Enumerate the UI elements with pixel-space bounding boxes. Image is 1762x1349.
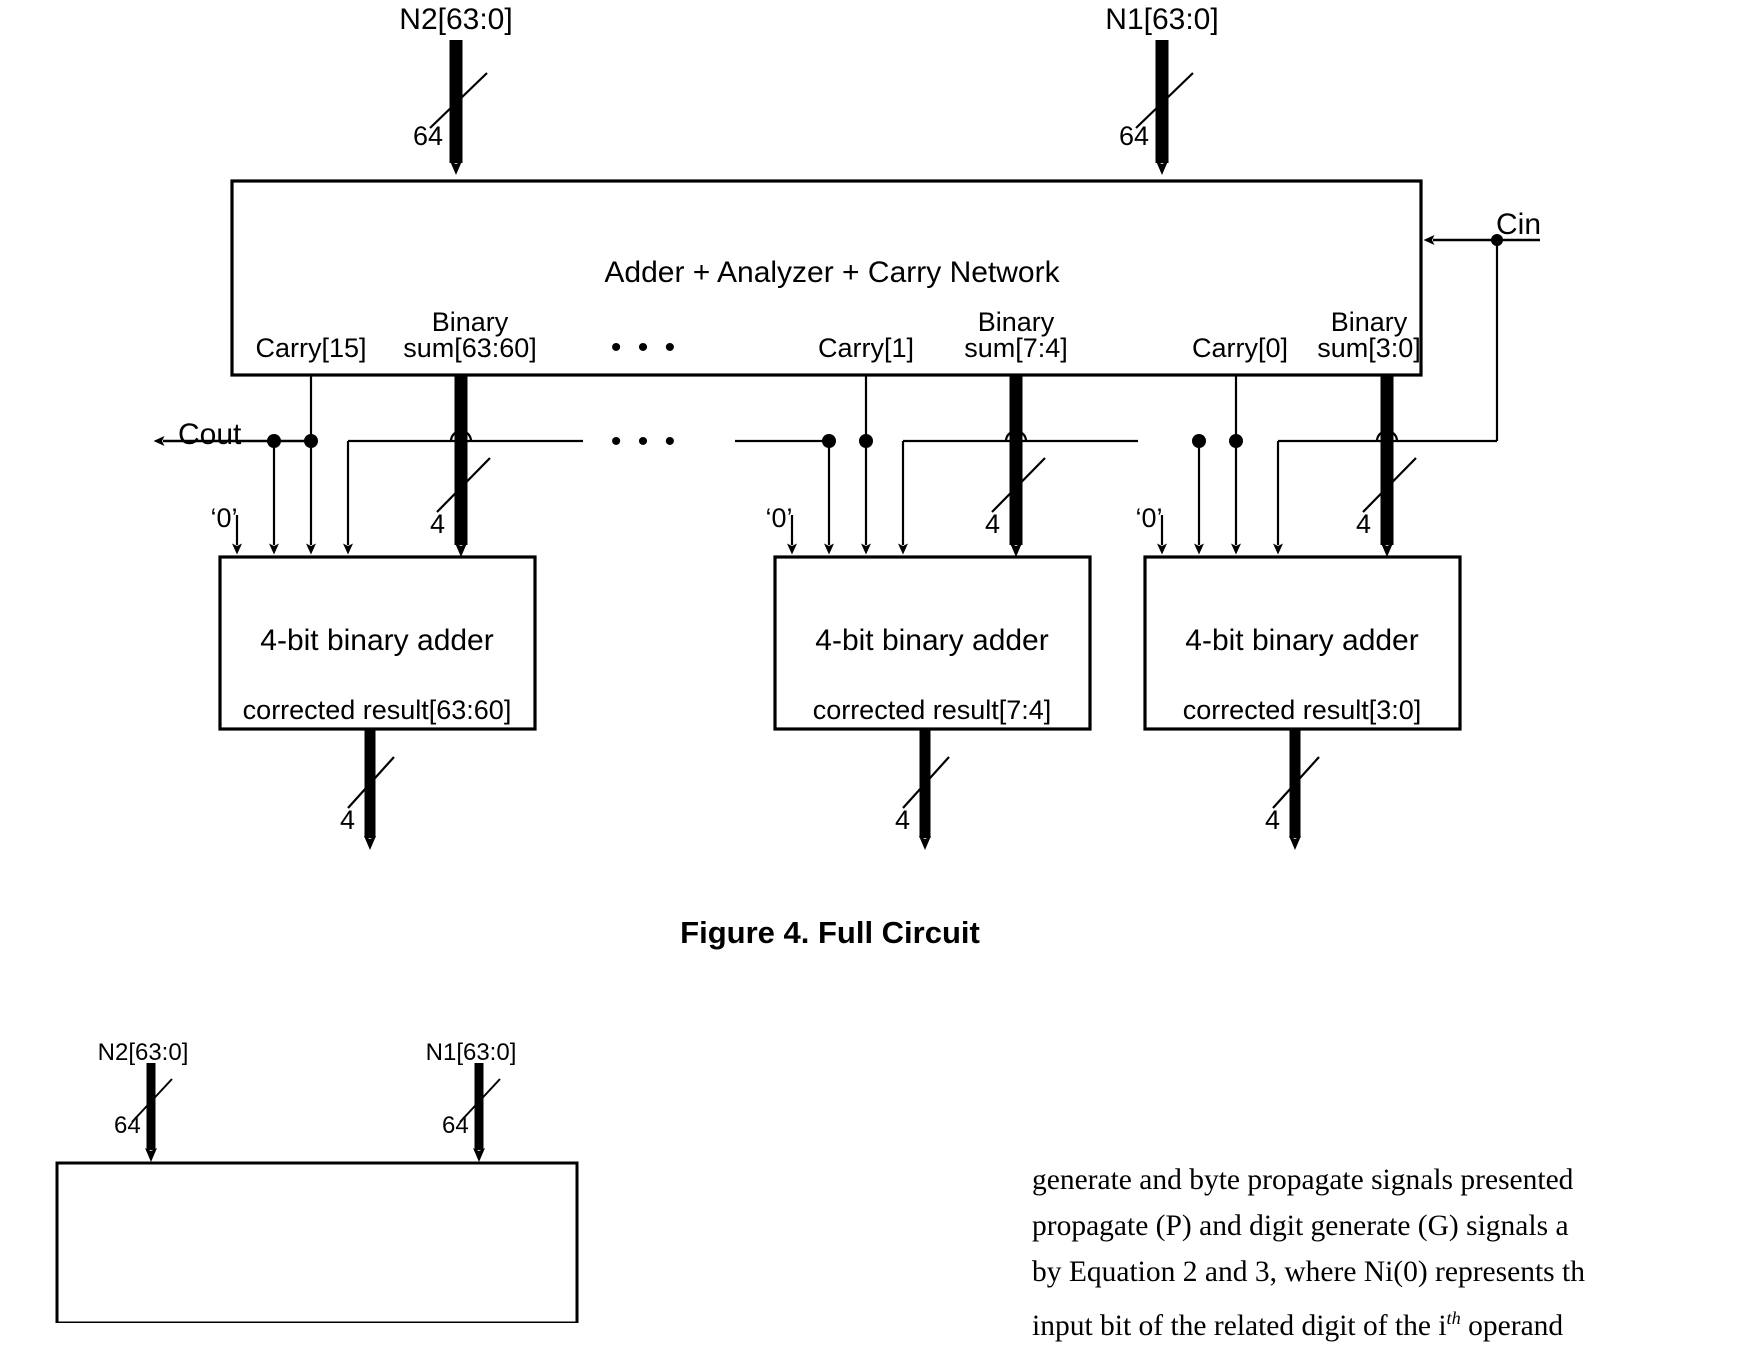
adder-title-2: 4-bit binary adder — [815, 624, 1049, 657]
out-width-3: 4 — [1265, 805, 1281, 835]
bus-width-in-3: 4 — [1356, 509, 1372, 539]
port-sum-63-60: sum[63:60] — [403, 333, 537, 363]
partial-input-width-n1: 64 — [442, 1112, 469, 1139]
port-binary-label-3: Binary — [1330, 307, 1408, 337]
adder-title-3: 4-bit binary adder — [1185, 624, 1419, 657]
port-binary-label-1: Binary — [431, 307, 509, 337]
input-width-n1: 64 — [1119, 121, 1150, 151]
port-sum-7-4: sum[7:4] — [964, 333, 1068, 363]
zero-label-2: ‘0’ — [765, 503, 793, 533]
partial-input-width-n2: 64 — [114, 1112, 141, 1139]
port-carry-0: Carry[0] — [1191, 333, 1289, 363]
adder-result-2: corrected result[7:4] — [812, 695, 1052, 725]
input-label-n1: N1[63:0] — [1105, 3, 1219, 36]
carry-out-label: Cout — [178, 418, 242, 451]
body-line-4-tail: operand — [1460, 1309, 1564, 1342]
port-sum-3-0: sum[3:0] — [1317, 333, 1421, 363]
ellipsis-ports: • • • — [610, 331, 680, 364]
zero-label-1: ‘0’ — [210, 503, 238, 533]
body-line-4: input bit of the related digit of the it… — [1032, 1295, 1585, 1349]
input-label-n2: N2[63:0] — [399, 3, 513, 36]
partial-input-label-n2: N2[63:0] — [97, 1039, 189, 1066]
main-block-title: Adder + Analyzer + Carry Network — [604, 256, 1060, 289]
body-line-4-text: input bit of the related digit of the i — [1032, 1309, 1447, 1342]
adder-title-1: 4-bit binary adder — [260, 624, 494, 657]
body-line-2: propagate (P) and digit generate (G) sig… — [1032, 1210, 1569, 1242]
port-carry-15: Carry[15] — [255, 333, 367, 363]
out-width-1: 4 — [340, 805, 356, 835]
body-line-4-superscript: th — [1446, 1308, 1461, 1328]
carry-in-label: Cin — [1496, 208, 1542, 241]
port-carry-1: Carry[1] — [817, 333, 915, 363]
port-binary-label-2: Binary — [977, 307, 1055, 337]
partial-input-label-n1: N1[63:0] — [425, 1039, 517, 1066]
body-paragraph: generate and byte propagate signals pres… — [1032, 1157, 1585, 1349]
bus-width-in-1: 4 — [430, 509, 446, 539]
figure-caption: Figure 4. Full Circuit — [680, 915, 980, 950]
bus-width-in-2: 4 — [985, 509, 1001, 539]
adder-result-1: corrected result[63:60] — [242, 695, 512, 725]
body-line-1: generate and byte propagate signals pres… — [1032, 1164, 1574, 1196]
out-width-2: 4 — [895, 805, 911, 835]
adder-result-3: corrected result[3:0] — [1182, 695, 1422, 725]
body-line-3: by Equation 2 and 3, where Ni(0) represe… — [1032, 1256, 1585, 1288]
ellipsis-rail: • • • — [610, 425, 680, 458]
zero-label-3: ‘0’ — [1135, 503, 1163, 533]
input-width-n2: 64 — [413, 121, 444, 151]
